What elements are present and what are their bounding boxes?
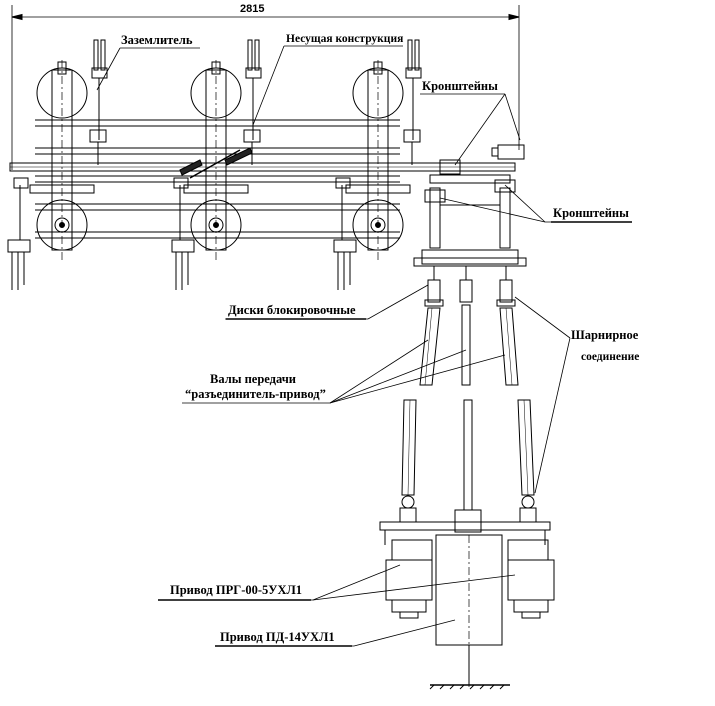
label-grounding-switch: Заземлитель bbox=[121, 33, 193, 47]
leader-lines bbox=[96, 45, 632, 647]
label-brackets-top: Кронштейны bbox=[422, 79, 498, 93]
labels: Заземлитель Несущая конструкция Кронштей… bbox=[121, 33, 639, 644]
lower-shafts bbox=[399, 399, 537, 523]
overall-dimension: 2815 bbox=[11, 3, 520, 170]
upper-shafts bbox=[419, 279, 519, 386]
pole-3 bbox=[333, 39, 422, 290]
pole-1 bbox=[7, 39, 108, 290]
label-hinge-joint-line2: соединение bbox=[581, 351, 639, 363]
bracket-assembly bbox=[413, 144, 527, 280]
label-drive-pd: Привод ПД-14УХЛ1 bbox=[220, 630, 335, 644]
label-shafts-line2: “разъединитель-привод” bbox=[185, 387, 326, 401]
label-hinge-joint-line1: Шарнирное bbox=[571, 328, 639, 342]
drive-assembly bbox=[379, 509, 555, 690]
support-structure bbox=[9, 119, 516, 239]
dimension-value: 2815 bbox=[240, 3, 264, 15]
label-drive-prg: Привод ПРГ-00-5УХЛ1 bbox=[170, 583, 302, 597]
pole-2 bbox=[171, 39, 262, 290]
label-brackets-side: Кронштейны bbox=[553, 206, 629, 220]
label-support-structure: Несущая конструкция bbox=[286, 33, 403, 45]
label-shafts-line1: Валы передачи bbox=[210, 372, 296, 386]
label-locking-disks: Диски блокировочные bbox=[228, 303, 356, 317]
label-underlines bbox=[158, 221, 632, 647]
